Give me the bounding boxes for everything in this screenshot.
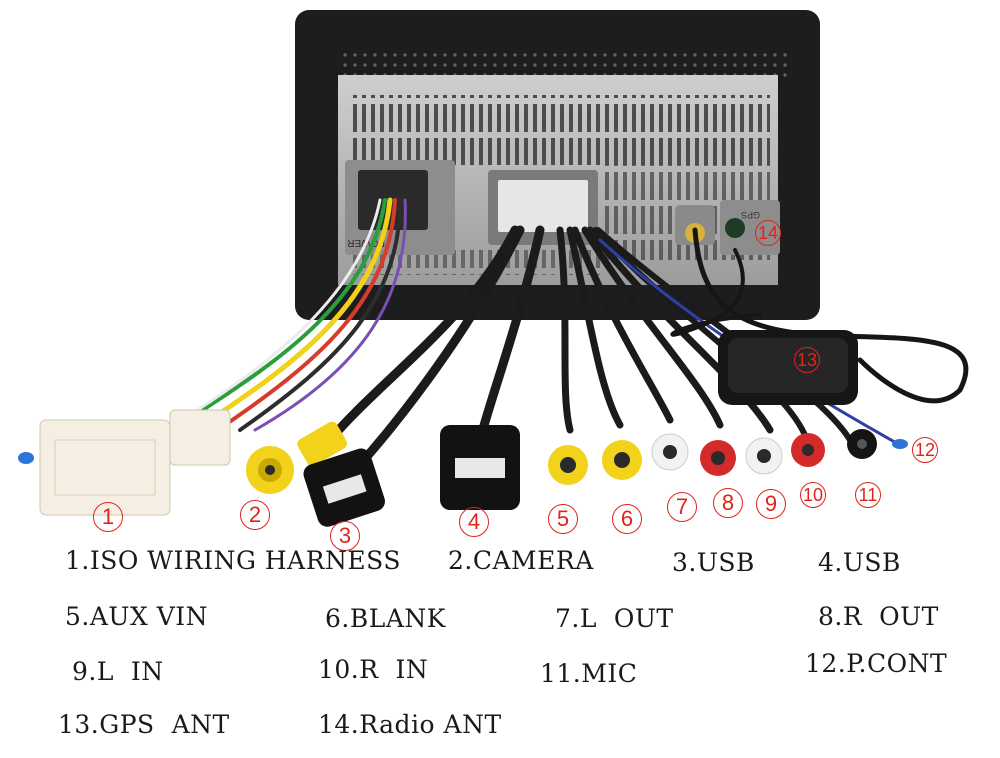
legend-p-cont: 12.P.CONT [805, 649, 948, 678]
marker-8: 8 [713, 488, 743, 518]
legend-radio-ant: 14.Radio ANT [318, 710, 502, 739]
gps-port-label: GPS [741, 210, 760, 220]
usb-plug-1 [303, 448, 385, 527]
marker-12: 12 [912, 437, 938, 463]
rca-blank [602, 440, 642, 480]
marker-10: 10 [800, 482, 826, 508]
marker-1: 1 [93, 502, 123, 532]
marker-14: 14 [755, 220, 781, 246]
marker-6: 6 [612, 504, 642, 534]
rca-r-out [700, 440, 736, 476]
head-unit: POWER GPS [295, 10, 820, 320]
gps-antenna [718, 330, 858, 405]
legend-r-in: 10.R IN [318, 655, 429, 684]
legend-iso-harness: 1.ISO WIRING HARNESS [65, 546, 401, 575]
mic-jack [847, 429, 877, 459]
rca-jacks [548, 429, 908, 485]
legend-blank: 6.BLANK [325, 604, 446, 633]
legend-camera: 2.CAMERA [448, 546, 594, 575]
marker-3: 3 [330, 521, 360, 551]
marker-9: 9 [756, 489, 786, 519]
rca-l-in [745, 437, 783, 475]
rca-r-in [791, 433, 825, 467]
legend-aux-vin: 5.AUX VIN [65, 602, 209, 631]
legend-gps-ant: 13.GPS ANT [58, 710, 230, 739]
marker-5: 5 [548, 504, 578, 534]
marker-11: 11 [855, 482, 881, 508]
marker-2: 2 [240, 500, 270, 530]
marker-4: 4 [459, 507, 489, 537]
camera-rca-plug [246, 421, 347, 494]
legend-l-in: 9.L IN [72, 657, 164, 686]
usb-plug-2 [440, 425, 520, 510]
legend-mic: 11.MIC [540, 659, 638, 688]
legend-l-out: 7.L OUT [555, 604, 674, 633]
legend-usb-1: 3.USB [672, 548, 755, 577]
legend-r-out: 8.R OUT [818, 602, 939, 631]
marker-7: 7 [667, 492, 697, 522]
rca-l-out [651, 433, 689, 471]
product-photo: POWER GPS [18, 10, 969, 527]
legend-usb-2: 4.USB [818, 548, 901, 577]
p-cont-wire-tip [892, 439, 908, 449]
marker-13: 13 [794, 347, 820, 373]
iso-connector [18, 409, 231, 516]
rca-aux-vin [548, 445, 588, 485]
